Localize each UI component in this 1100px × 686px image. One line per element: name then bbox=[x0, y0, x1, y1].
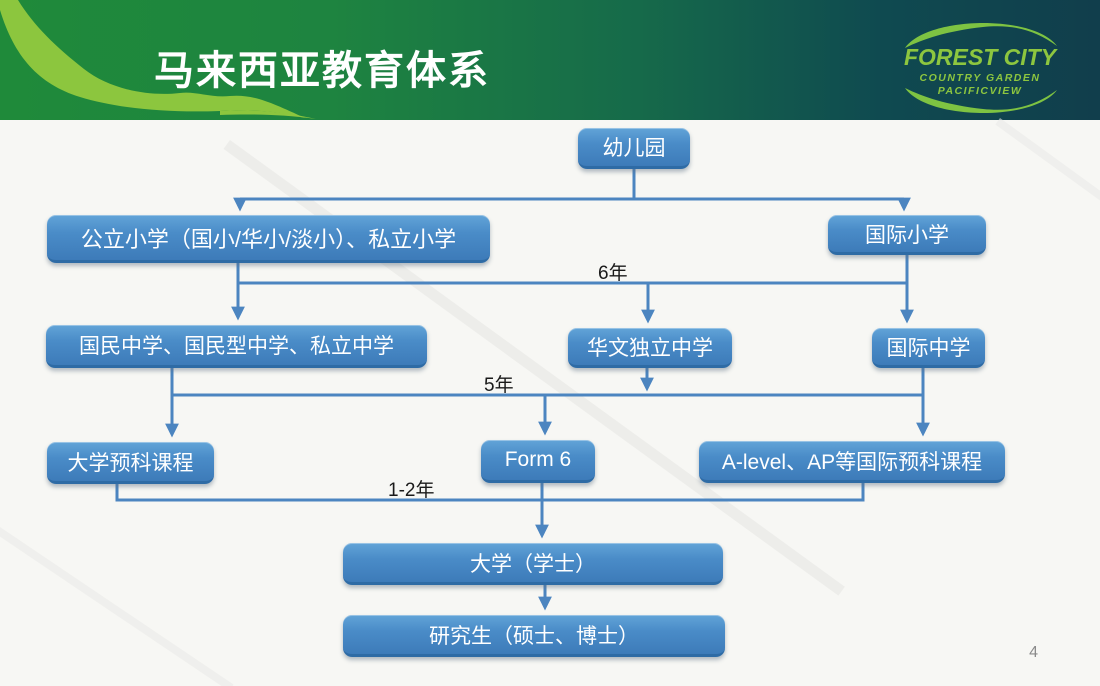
duration-label-1-2-years: 1-2年 bbox=[388, 480, 435, 501]
logo-text-sub2: PACIFICVIEW bbox=[938, 85, 1023, 97]
node-postgraduate: 研究生（硕士、博士） bbox=[343, 615, 725, 657]
node-form6: Form 6 bbox=[481, 440, 595, 483]
page-title: 马来西亚教育体系 bbox=[154, 49, 490, 93]
forest-city-logo: FOREST CITY COUNTRY GARDEN PACIFICVIEW bbox=[904, 22, 1059, 114]
node-university: 大学（学士） bbox=[343, 543, 723, 585]
node-kindergarten: 幼儿园 bbox=[578, 128, 690, 169]
node-national-secondary: 国民中学、国民型中学、私立中学 bbox=[46, 325, 427, 368]
node-pre-university: 大学预科课程 bbox=[47, 442, 214, 484]
node-chinese-independent: 华文独立中学 bbox=[568, 328, 732, 368]
node-public-primary: 公立小学（国小/华小/淡小）、私立小学 bbox=[47, 215, 490, 263]
node-alevel: A-level、AP等国际预科课程 bbox=[699, 441, 1005, 483]
node-intl-primary: 国际小学 bbox=[828, 215, 986, 255]
slide-header: 马来西亚教育体系 FOREST CITY COUNTRY GARDEN PACI… bbox=[0, 0, 1100, 120]
duration-label-6-years: 6年 bbox=[598, 263, 628, 284]
duration-label-5-years: 5年 bbox=[484, 375, 514, 396]
leaf-decoration-icon bbox=[0, 0, 316, 119]
logo-text-sub1: COUNTRY GARDEN bbox=[920, 72, 1041, 84]
logo-text-main: FOREST CITY bbox=[904, 44, 1059, 70]
page-number: 4 bbox=[1029, 644, 1038, 661]
node-intl-secondary: 国际中学 bbox=[872, 328, 985, 368]
connector-row4-bracket bbox=[115, 481, 865, 502]
